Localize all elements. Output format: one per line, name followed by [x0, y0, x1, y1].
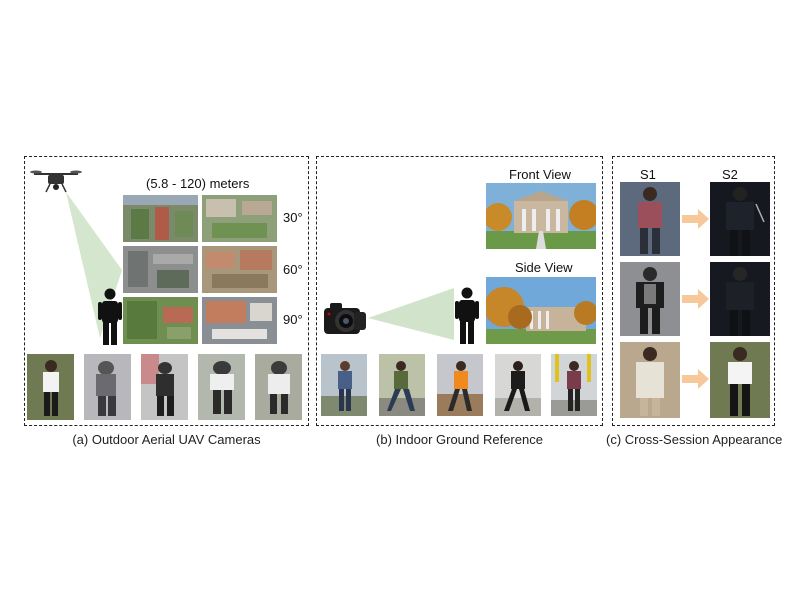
- altitude-label: (5.8 - 120) meters: [146, 176, 250, 191]
- session-1-crop-2: [620, 262, 680, 336]
- panel-outdoor-aerial: [24, 156, 309, 426]
- ground-person-crop-5: [551, 354, 597, 416]
- front-view-label: Front View: [509, 167, 571, 182]
- arrow-right-icon: [682, 369, 709, 389]
- aerial-person-crop-5: [255, 354, 302, 420]
- arrow-right-icon: [682, 289, 709, 309]
- panel-cross-session: [612, 156, 775, 426]
- camera-fov-cone: [368, 288, 454, 340]
- aerial-person-crop-1: [27, 354, 74, 420]
- aerial-image-60-left: [123, 246, 198, 293]
- aerial-person-crop-4: [198, 354, 245, 420]
- drone-icon: [30, 170, 82, 193]
- aerial-person-crop-3: [141, 354, 188, 420]
- aerial-image-60-right: [202, 246, 277, 293]
- ground-person-crop-1: [321, 354, 367, 416]
- caption-panel-a: (a) Outdoor Aerial UAV Cameras: [72, 432, 261, 447]
- side-view-image: [486, 277, 596, 344]
- caption-panel-b: (b) Indoor Ground Reference: [376, 432, 543, 447]
- aerial-person-crop-2: [84, 354, 131, 420]
- person-icon: [98, 288, 122, 345]
- ground-person-crop-3: [437, 354, 483, 416]
- angle-label-60: 60°: [283, 262, 303, 277]
- ground-person-crop-2: [379, 354, 425, 416]
- camera-icon: [324, 303, 366, 334]
- arrow-right-icon: [682, 209, 709, 229]
- person-icon: [455, 287, 479, 344]
- front-view-image: [486, 183, 596, 249]
- session-2-crop-2: [710, 262, 770, 336]
- panel-indoor-ground: [316, 156, 603, 426]
- ground-person-crop-4: [495, 354, 541, 416]
- session-1-label: S1: [640, 167, 656, 182]
- session-2-crop-3: [710, 342, 770, 418]
- caption-panel-c: (c) Cross-Session Appearance: [606, 432, 783, 447]
- session-1-crop-3: [620, 342, 680, 418]
- session-1-crop-1: [620, 182, 680, 256]
- aerial-image-90-left: [123, 297, 198, 344]
- side-view-label: Side View: [515, 260, 573, 275]
- aerial-image-30-right: [202, 195, 277, 242]
- aerial-image-30-left: [123, 195, 198, 242]
- angle-label-30: 30°: [283, 210, 303, 225]
- session-2-label: S2: [722, 167, 738, 182]
- angle-label-90: 90°: [283, 312, 303, 327]
- aerial-image-90-right: [202, 297, 277, 344]
- session-2-crop-1: [710, 182, 770, 256]
